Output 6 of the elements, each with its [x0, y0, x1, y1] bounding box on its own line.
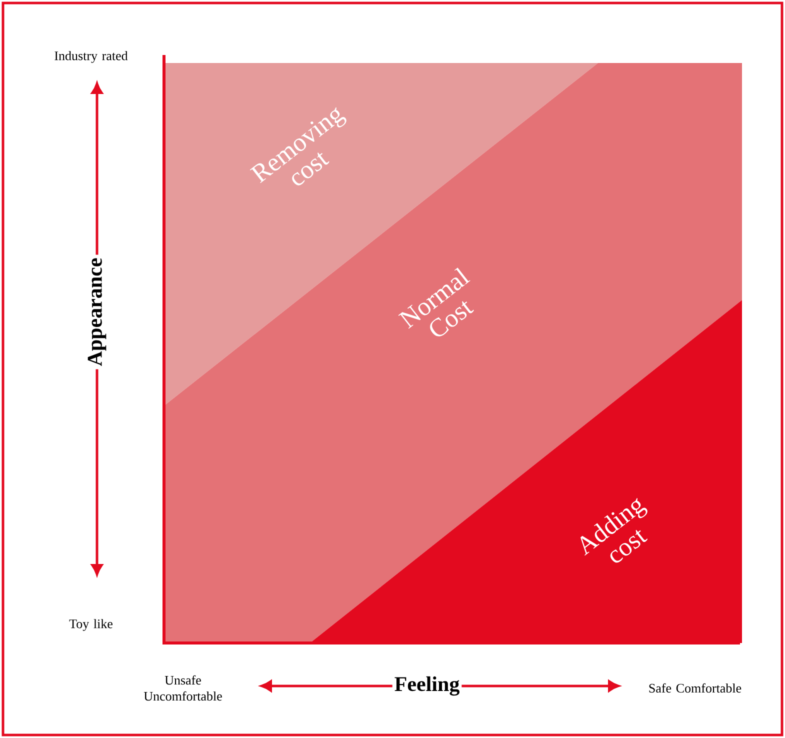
- axis-end-label: Toy like: [69, 619, 112, 631]
- axis-title: Feeling: [392, 674, 462, 698]
- axis-end-label: Safe Comfortable: [649, 683, 742, 693]
- axis-title: Appearance: [84, 254, 110, 370]
- axis-end-label: Industry rated: [54, 51, 128, 63]
- axis-end-label: Unsafe Uncomfortable: [144, 675, 222, 701]
